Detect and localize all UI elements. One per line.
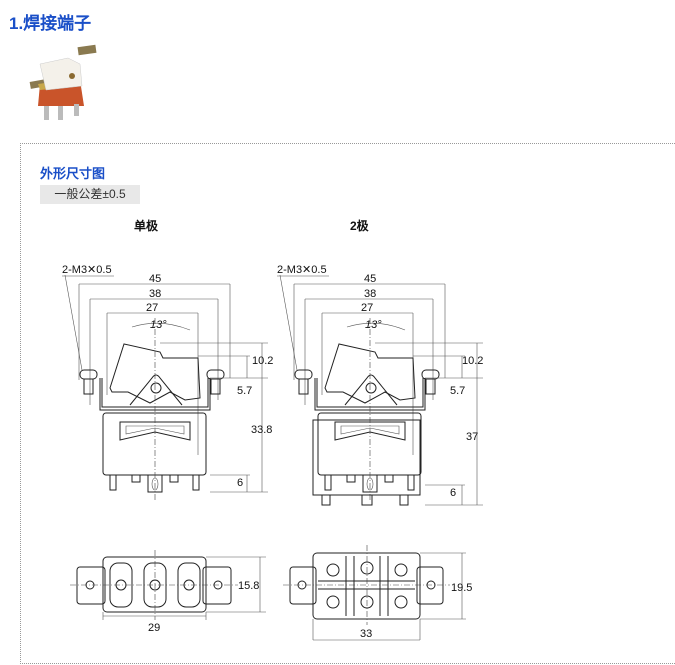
single-pole-heading: 单极 [134, 218, 159, 233]
dim-5-7: 5.7 [237, 385, 252, 397]
thread-label: 2-M3✕0.5 [277, 264, 327, 276]
dim-height: 37 [466, 431, 478, 443]
thread-label: 2-M3✕0.5 [62, 264, 112, 276]
dim-10-2: 10.2 [462, 355, 483, 367]
dim-38: 38 [149, 288, 161, 300]
dim-27: 27 [361, 302, 373, 314]
double-pole-drawing: 2极 2-M3✕0.5 45 38 27 13° 10.2 5.7 37 6 1… [277, 218, 483, 641]
dim-27: 27 [146, 302, 158, 314]
dim-6: 6 [237, 477, 243, 489]
dimension-heading: 外形尺寸图 [40, 166, 106, 181]
double-pole-heading: 2极 [350, 218, 370, 233]
tolerance-label: 一般公差±0.5 [40, 185, 140, 204]
dim-angle: 13° [365, 319, 382, 331]
dim-5-7: 5.7 [450, 385, 465, 397]
single-pole-drawing: 单极 2-M3✕0.5 45 38 27 13° 10.2 5.7 33.8 6… [62, 218, 273, 634]
dim-bottom-width: 33 [360, 628, 372, 640]
dim-45: 45 [149, 273, 161, 285]
dimension-panel [20, 143, 675, 664]
section-title: 1.焊接端子 [9, 14, 92, 33]
dim-38: 38 [364, 288, 376, 300]
dim-10-2: 10.2 [252, 355, 273, 367]
dim-angle: 13° [150, 319, 167, 331]
dim-bottom-width: 29 [148, 622, 160, 634]
dim-bottom-height: 15.8 [238, 580, 259, 592]
product-photo [29, 44, 97, 120]
dim-45: 45 [364, 273, 376, 285]
dim-height: 33.8 [251, 424, 272, 436]
dim-6: 6 [450, 487, 456, 499]
dim-bottom-height: 19.5 [451, 582, 472, 594]
